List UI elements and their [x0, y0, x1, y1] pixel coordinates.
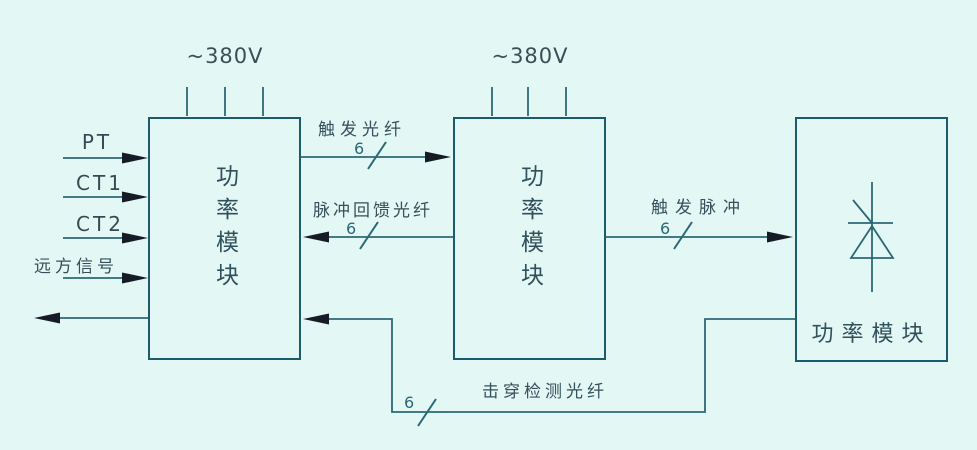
breakdown-detect-path	[326, 318, 795, 413]
input-lines	[63, 157, 125, 279]
input-label-ct1: CT1	[76, 171, 124, 195]
pt-arrowhead	[122, 152, 148, 164]
voltage-label-module2: ~380V	[491, 44, 569, 68]
trigger-fiber-arrowhead	[425, 151, 451, 163]
pulse-feedback-bus-count: 6	[346, 219, 357, 238]
pulse-feedback-arrowhead	[303, 231, 329, 243]
module3-box: 功率模块	[795, 117, 948, 362]
arrowheads	[34, 151, 793, 325]
trigger-pulse-bus-count: 6	[660, 219, 671, 238]
input-label-ct2: CT2	[76, 212, 124, 236]
voltage-label-module1: ~380V	[186, 44, 264, 68]
breakdown-detect-fiber-label: 击穿检测光纤	[482, 382, 608, 402]
module3-label: 功率模块	[811, 322, 932, 347]
trigger-fiber-label: 触发光纤	[318, 120, 406, 140]
ct2-arrowhead	[122, 232, 148, 244]
breakdown-detect-bus-count: 6	[404, 393, 415, 412]
input-label-pt: PT	[81, 130, 113, 154]
input-label-remote-signal: 远方信号	[34, 257, 118, 277]
ct1-arrowhead	[122, 191, 148, 203]
module2-box: 功率模块	[453, 117, 606, 360]
power-feed-lines-module2	[491, 87, 567, 116]
module2-label: 功率模块	[516, 163, 543, 296]
module1-box: 功率模块	[148, 117, 301, 360]
thyristor-icon	[848, 182, 895, 292]
trigger-pulse-arrowhead	[767, 231, 793, 243]
bus-slash-marks	[359, 141, 693, 427]
pulse-feedback-fiber-label: 脉冲回馈光纤	[313, 201, 433, 221]
output-arrowhead	[34, 312, 60, 324]
power-feed-lines-module1	[186, 87, 264, 116]
trigger-fiber-bus-count: 6	[354, 139, 365, 158]
trigger-pulse-label: 触发脉冲	[651, 198, 747, 218]
module1-label: 功率模块	[211, 163, 238, 296]
remote-signal-arrowhead	[122, 272, 148, 284]
breakdown-detect-arrowhead	[303, 313, 329, 325]
